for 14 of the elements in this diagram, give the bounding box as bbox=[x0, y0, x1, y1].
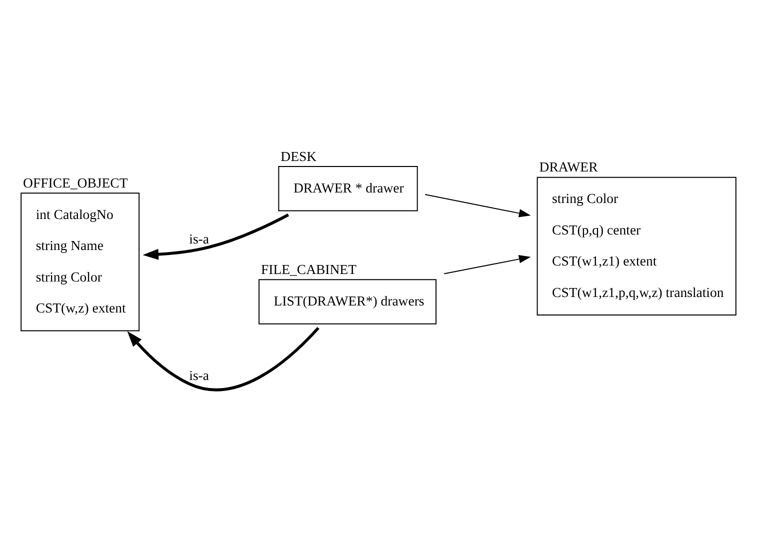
edge-label: is-a bbox=[189, 368, 209, 383]
edge-label: is-a bbox=[189, 230, 209, 246]
arrow bbox=[424, 194, 531, 217]
node-label: FILE_CABINET bbox=[261, 261, 356, 276]
node-label: OFFICE_OBJECT bbox=[23, 174, 128, 190]
arrow bbox=[127, 326, 320, 391]
node-label: DRAWER bbox=[539, 159, 598, 174]
node-box: string Color CST(p,q) center CST(w1,z1) extent CST(w1,z1,p,q,w,z) translation bbox=[536, 176, 736, 315]
node-box: DRAWER * drawer bbox=[278, 166, 418, 211]
node-box: int CatalogNo string Name string Color CST(w,z) extent bbox=[20, 192, 140, 331]
node-label: DESK bbox=[280, 148, 317, 164]
node-box: LIST(DRAWER*) drawers bbox=[258, 278, 437, 324]
arrow bbox=[142, 212, 290, 260]
arrow bbox=[444, 254, 531, 274]
